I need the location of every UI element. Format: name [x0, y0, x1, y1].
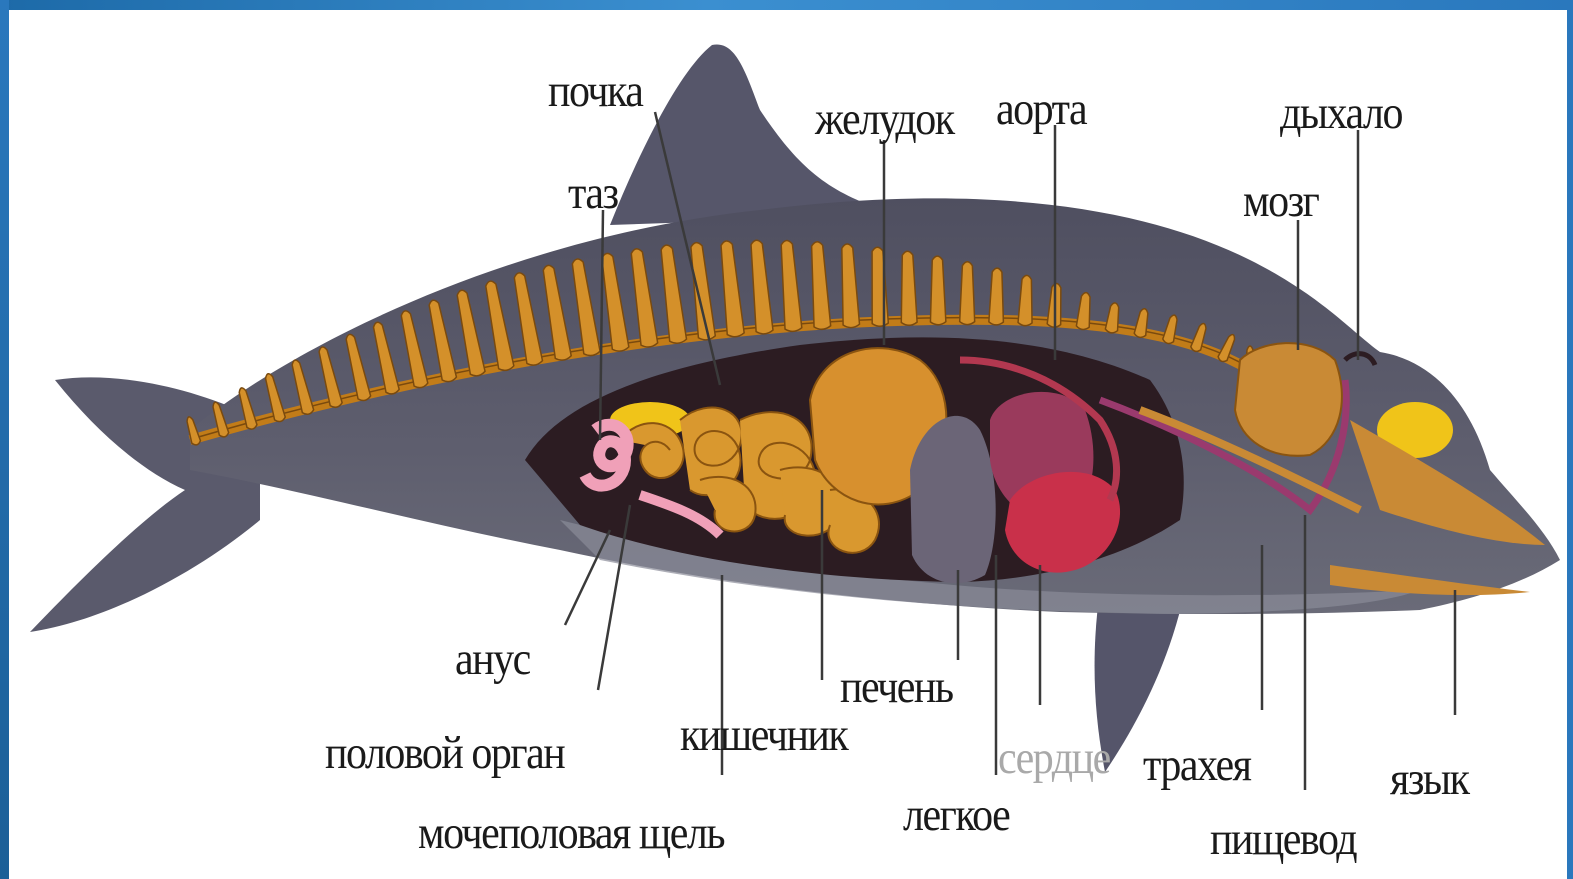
label-esophagus: пищевод	[1210, 816, 1356, 863]
lung-organ	[910, 416, 996, 583]
label-stomach: желудок	[815, 96, 954, 143]
label-urogenital-slit: мочеполовая щель	[418, 810, 724, 857]
label-tongue: язык	[1390, 756, 1469, 803]
label-liver: печень	[840, 664, 952, 711]
vertebra	[930, 256, 946, 325]
label-blowhole: дыхало	[1280, 90, 1402, 137]
label-brain: мозг	[1243, 178, 1318, 225]
label-genital-organ: половой орган	[325, 730, 564, 777]
label-intestine: кишечник	[680, 712, 847, 759]
vertebra	[960, 262, 975, 325]
brain-organ	[1235, 343, 1342, 456]
label-trachea: трахея	[1143, 742, 1250, 789]
label-kidney: почка	[548, 68, 642, 115]
label-anus: анус	[455, 636, 530, 683]
label-heart: сердце	[998, 735, 1110, 782]
label-pelvis: таз	[568, 170, 618, 217]
label-lung: легкое	[903, 792, 1009, 839]
label-aorta: аорта	[996, 86, 1086, 133]
